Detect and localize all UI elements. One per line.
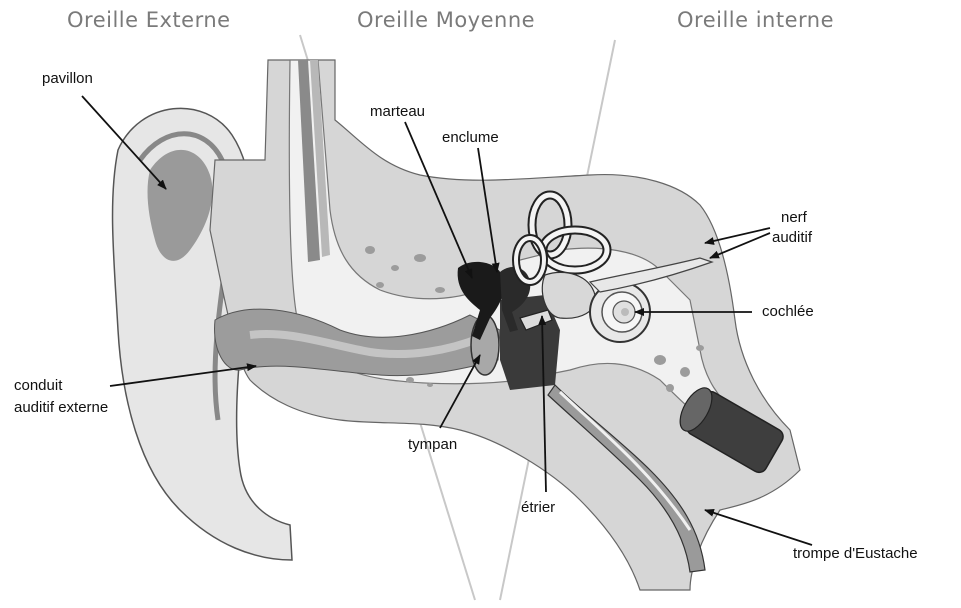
- label-marteau: marteau: [370, 102, 425, 121]
- section-title-internal: Oreille interne: [677, 8, 834, 32]
- label-conduit-line1: conduit: [14, 376, 62, 395]
- label-pavillon: pavillon: [42, 69, 93, 88]
- label-tympan: tympan: [408, 435, 457, 454]
- label-conduit-line2: auditif externe: [14, 398, 108, 417]
- label-nerf-line1: nerf: [781, 208, 807, 227]
- label-cochlee: cochlée: [762, 302, 814, 321]
- section-title-middle: Oreille Moyenne: [357, 8, 535, 32]
- pointer-trompe: [705, 510, 812, 545]
- label-etrier: étrier: [521, 498, 555, 517]
- section-title-external: Oreille Externe: [67, 8, 231, 32]
- label-trompe: trompe d'Eustache: [793, 544, 918, 563]
- label-enclume: enclume: [442, 128, 499, 147]
- label-nerf-line2: auditif: [772, 228, 812, 247]
